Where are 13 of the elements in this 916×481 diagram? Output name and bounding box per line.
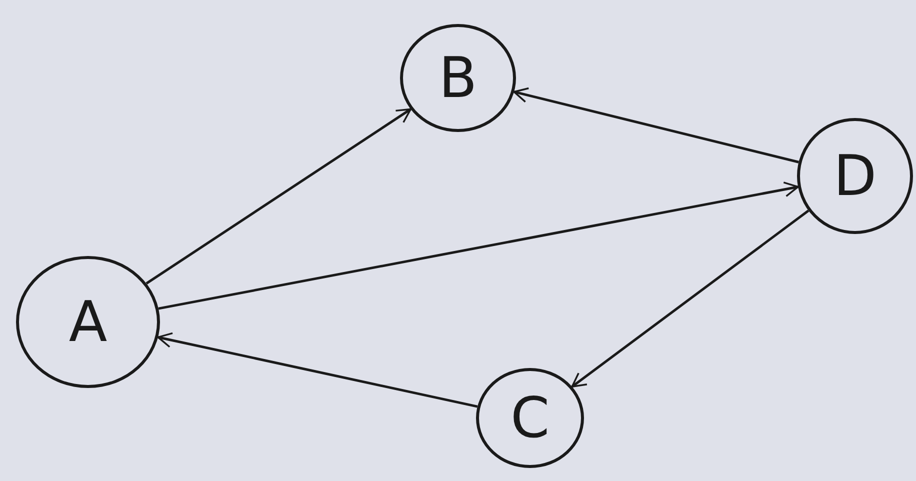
arrow [571,210,810,388]
node-letter: A [68,290,108,354]
node-letter: D [833,144,877,208]
circle-node [400,24,516,132]
arrow [513,87,799,164]
node-letter: C [510,386,550,450]
circle-node [476,368,584,468]
arrow [158,182,799,310]
node-letter: B [438,46,478,110]
arrow [157,332,478,408]
circle-node [16,256,160,388]
circle-node [797,118,913,234]
arrow [146,108,412,284]
